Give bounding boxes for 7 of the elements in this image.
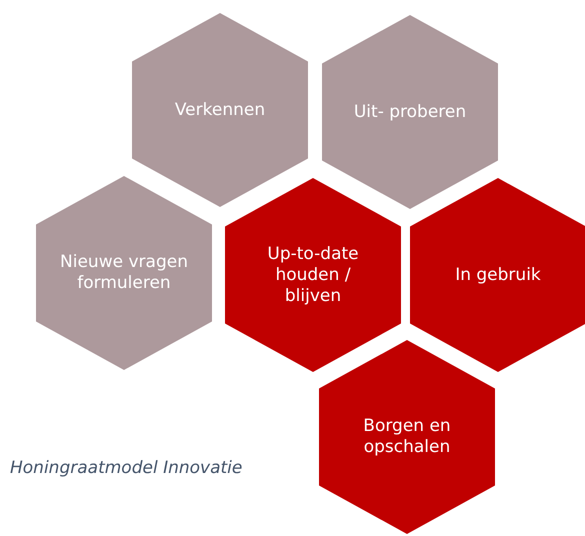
hexagon-label: Uit- proberen bbox=[354, 102, 466, 122]
hexagon-label: Borgen en opschalen bbox=[362, 416, 452, 458]
hexagon-label: In gebruik bbox=[455, 264, 541, 286]
hexagon-label: Up-to-date houden / blijven bbox=[266, 244, 360, 306]
caption: Honingraatmodel Innovatie bbox=[10, 458, 242, 478]
hexagon-label: Nieuwe vragen formuleren bbox=[59, 252, 189, 294]
hexagon-label: Verkennen bbox=[174, 100, 266, 120]
